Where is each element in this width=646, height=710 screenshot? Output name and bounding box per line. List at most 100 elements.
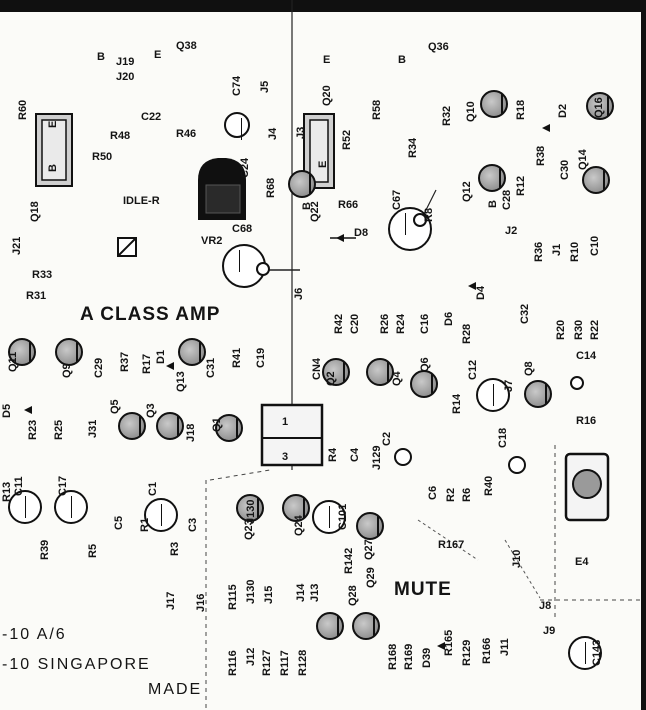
label-r166: R166: [481, 637, 493, 664]
label-r115: R115: [227, 584, 239, 610]
label-q16: Q16: [593, 97, 605, 118]
label-j31: J31: [87, 419, 99, 438]
label-j9: J9: [543, 625, 556, 637]
pad-c67: [413, 213, 427, 227]
label-q11: Q11: [7, 351, 19, 372]
label-r17: R17: [141, 353, 153, 374]
label-d2: D2: [557, 103, 569, 118]
label-j8: J8: [539, 600, 552, 612]
label-d8: D8: [354, 227, 369, 239]
label-c1: C1: [147, 481, 159, 496]
label-q20: Q20: [321, 85, 333, 106]
label-c22: C22: [141, 111, 162, 123]
label-r41: R41: [231, 347, 243, 368]
label-j13: J13: [309, 583, 321, 602]
label-d5: D5: [1, 403, 13, 418]
label-j11: J11: [499, 638, 511, 656]
label-q13: Q13: [175, 371, 187, 392]
label-j3: J3: [295, 126, 307, 139]
capacitor-c143: [568, 636, 602, 670]
pad-c2: [394, 448, 412, 466]
label-r26: R26: [379, 313, 391, 334]
label-j15: J15: [263, 585, 275, 604]
label-q18: Q18: [29, 201, 41, 222]
label-r23: R23: [27, 419, 39, 440]
label-r128: R128: [297, 649, 309, 676]
label-model-a76: -10 A/6: [2, 626, 67, 643]
transistor-q3: [156, 412, 184, 440]
label-r116: R116: [227, 650, 239, 676]
label-q27: Q27: [363, 539, 375, 560]
label-r34: R34: [407, 137, 419, 158]
label-q4: Q4: [391, 371, 403, 386]
label-j5: J5: [259, 80, 271, 93]
transistor-q24: [282, 494, 310, 522]
label-r33: R33: [32, 269, 53, 281]
label-q10: Q10: [465, 101, 477, 122]
label-r14: R14: [451, 393, 463, 414]
label-q22: Q22: [309, 201, 321, 222]
label-q9: Q9: [61, 363, 73, 378]
label-r13: R13: [1, 481, 13, 502]
label-j4: J4: [267, 127, 279, 140]
label-c17: C17: [57, 475, 69, 496]
capacitor-c12: [476, 378, 510, 412]
transistor-q4: [366, 358, 394, 386]
label-singapore: -10 SINGAPORE: [2, 656, 151, 673]
label-r8: R8: [423, 207, 435, 222]
label-j20: J20: [116, 71, 135, 83]
label-r52: R52: [341, 129, 353, 150]
label-q5: Q5: [109, 399, 121, 414]
label-r16: R16: [576, 415, 597, 427]
label-c29: C29: [93, 357, 105, 378]
label-j12: J12: [245, 647, 257, 666]
label-j14: J14: [295, 583, 307, 602]
label-r39: R39: [39, 539, 51, 560]
label-r68: R68: [265, 177, 277, 198]
transistor-q12: [478, 164, 506, 192]
label-r5: R5: [87, 543, 99, 558]
transistor-q5: [118, 412, 146, 440]
label-r30: R30: [573, 319, 585, 340]
capacitor-c17: [54, 490, 88, 524]
label-b-q18: B: [47, 164, 59, 172]
label-r18: R18: [515, 99, 527, 120]
label-c143: C143: [591, 639, 603, 666]
label-q28: Q28: [347, 585, 359, 606]
transistor-q13: [178, 338, 206, 366]
label-q6: Q6: [419, 357, 431, 372]
label-r58: R58: [371, 99, 383, 120]
label-r3: R3: [169, 541, 181, 556]
capacitor-c1: [144, 498, 178, 532]
label-q12: Q12: [461, 181, 473, 202]
right-border: [641, 12, 646, 710]
label-c4: C4: [349, 447, 361, 462]
label-j10: J10: [511, 549, 523, 568]
label-c3: C3: [187, 517, 199, 532]
label-d6: D6: [443, 311, 455, 326]
label-c32: C32: [519, 303, 531, 324]
label-r31: R31: [26, 290, 47, 302]
capacitor-c74: [224, 112, 250, 140]
label-q23: Q23: [243, 519, 255, 540]
transistor-q16: [586, 92, 614, 120]
label-q3: Q3: [145, 403, 157, 418]
capacitor-c11: [8, 490, 42, 524]
label-c101: C101: [337, 503, 349, 530]
label-j6: J6: [293, 287, 305, 300]
label-c11: C11: [13, 476, 25, 496]
label-r127: R127: [261, 649, 273, 676]
top-border: [0, 0, 646, 12]
label-j130b: J130: [245, 579, 257, 604]
label-r10: R10: [569, 241, 581, 262]
label-e-q18: E: [47, 120, 59, 128]
label-r20: R20: [555, 319, 567, 340]
label-c2: C2: [381, 431, 393, 446]
label-a-class-amp: A CLASS AMP: [80, 304, 221, 325]
label-r66: R66: [338, 199, 359, 211]
label-b-q36: B: [398, 54, 406, 66]
label-r40: R40: [483, 475, 495, 496]
label-q38: Q38: [176, 40, 197, 52]
label-q8: Q8: [523, 361, 535, 376]
